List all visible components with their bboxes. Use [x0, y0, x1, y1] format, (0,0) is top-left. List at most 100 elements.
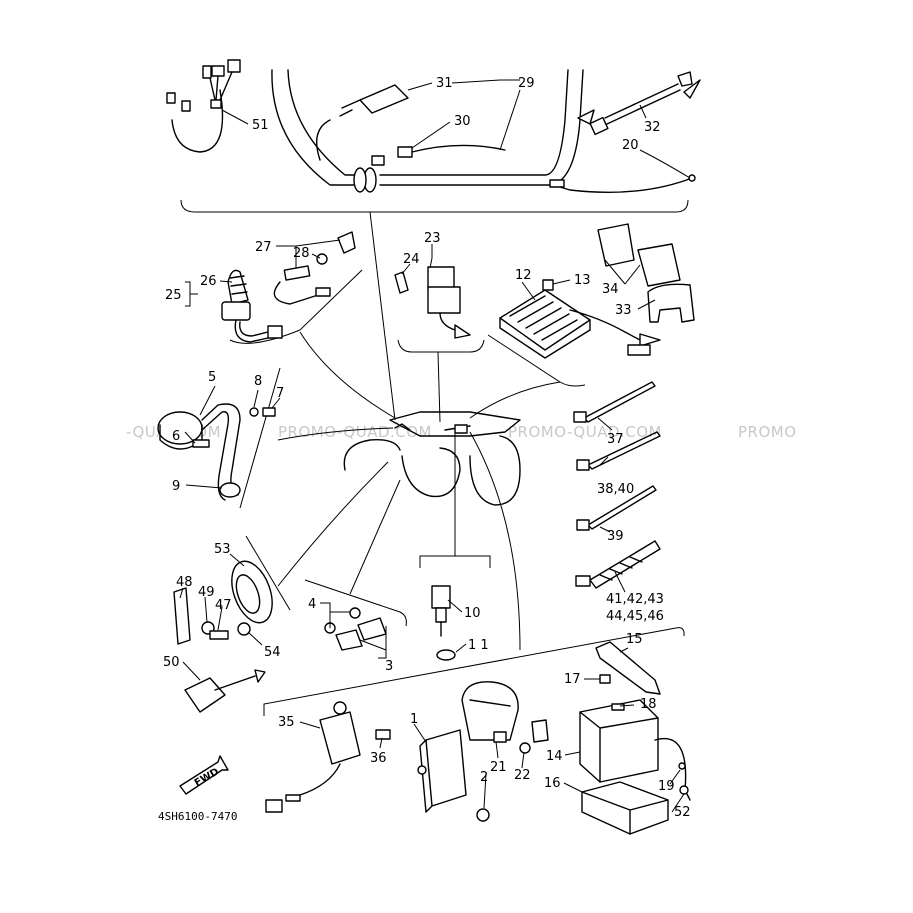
- callout-leader: [483, 773, 487, 809]
- relay-wire-arrow: [454, 324, 471, 339]
- main-switch-wire: [234, 319, 269, 343]
- callout-25: 25: [165, 288, 182, 303]
- callout-leader: [413, 723, 427, 743]
- watermark-text: PROMO-QUAD.COM: [278, 423, 432, 441]
- frame-right-outline: [469, 435, 521, 506]
- callout-leader: [499, 89, 521, 151]
- lower-components: FWD 4SH6100-7470: [158, 641, 691, 835]
- cable-tie: [587, 485, 657, 530]
- callout-leader: [179, 587, 184, 599]
- starter-relay: [461, 681, 519, 741]
- wire-lead: [604, 83, 679, 119]
- callout-leader: [221, 109, 249, 125]
- rectifier-unit-terminal: [285, 794, 301, 802]
- callout-leader: [564, 751, 581, 756]
- drawing-code: 4SH6100-7470: [158, 810, 237, 823]
- leader-line: [469, 381, 561, 419]
- callout-leader: [411, 121, 451, 149]
- ignition-coil-screw: [262, 407, 276, 417]
- callout-leader: [185, 281, 198, 307]
- frame-top-outline: [389, 411, 521, 437]
- callout-17: 17: [564, 672, 581, 687]
- bracket-main-switch: [229, 269, 363, 344]
- wire-lead-arrow: [683, 79, 701, 99]
- callout-21: 21: [490, 760, 507, 775]
- callout-19: 19: [658, 779, 675, 794]
- sub-harness-connector: [211, 65, 225, 77]
- horn-assembly: [173, 560, 273, 713]
- watermark-text: PROMO: [738, 423, 797, 441]
- callout-leader: [563, 782, 583, 793]
- bracket-neutral-switch: [304, 579, 407, 627]
- callout-22: 22: [514, 768, 531, 783]
- callout-leader: [271, 397, 281, 409]
- cable-tie: [589, 540, 661, 589]
- callout-leader: [669, 769, 681, 785]
- cable-tie-head: [576, 519, 590, 531]
- callout-30: 30: [454, 114, 471, 129]
- callout-leader: [199, 385, 216, 416]
- relay-clip: [394, 271, 409, 294]
- callout-leader: [637, 299, 656, 310]
- main-switch-assembly: [221, 231, 356, 343]
- callout-13: 13: [574, 273, 591, 288]
- terminal-cover: [597, 223, 635, 267]
- ignition-coil-lead: [201, 411, 230, 501]
- callout-16: 16: [544, 776, 561, 791]
- main-switch-connector: [267, 325, 283, 339]
- cable-tie-head: [573, 411, 587, 423]
- callout-leader: [276, 239, 341, 268]
- harness-wire: [411, 144, 506, 153]
- rectifier-unit: [319, 711, 361, 765]
- callout-leader: [619, 647, 629, 653]
- callout-leader: [401, 263, 411, 275]
- callout-leader: [219, 280, 233, 283]
- callout-leader: [429, 244, 433, 269]
- main-switch-cap: [316, 253, 328, 265]
- rectifier-wire-arrow: [639, 333, 661, 347]
- main-switch-body: [221, 301, 251, 321]
- ignition-coil-nut: [249, 407, 259, 417]
- callout-23: 23: [424, 231, 441, 246]
- sub-harness-clamp: [210, 99, 222, 109]
- relay-body: [427, 266, 455, 290]
- relay-base: [427, 286, 461, 314]
- main-switch-lead: [283, 265, 311, 281]
- horn-body: [231, 560, 273, 624]
- battery: [579, 699, 659, 783]
- harness-main-left: [271, 69, 366, 186]
- wire-lead-connector: [589, 116, 609, 136]
- rectifier-fins: [509, 295, 578, 341]
- callout-32: 32: [644, 120, 661, 135]
- callout-24: 24: [403, 252, 420, 267]
- callout-20: 20: [622, 138, 639, 153]
- callout-leader: [379, 737, 383, 749]
- sub-harness: [171, 89, 224, 153]
- callout-33: 33: [615, 303, 632, 318]
- rectifier-unit-bolt: [375, 729, 391, 740]
- gasket: [349, 607, 361, 619]
- callout-44-45-46: 44,45,46: [606, 609, 664, 624]
- main-switch-terminal: [315, 287, 331, 297]
- rectifier-assembly: [499, 279, 661, 359]
- horn-lead-boot: [184, 677, 226, 713]
- callout-38-40: 38,40: [597, 482, 634, 497]
- bracket-rectifier: [487, 334, 586, 387]
- neutral-switch-assembly: [324, 607, 387, 651]
- callout-leader: [359, 626, 387, 659]
- callout-leader: [495, 741, 499, 759]
- wire-lead: [552, 177, 693, 193]
- callout-leader: [619, 704, 635, 707]
- wire-lead-terminal: [677, 71, 693, 87]
- leader-line: [349, 479, 401, 595]
- leader-line: [299, 331, 396, 419]
- rectifier-unit-connector: [265, 799, 283, 813]
- frame-outline: [343, 411, 521, 506]
- callout-28: 28: [293, 246, 310, 261]
- callout-54: 54: [264, 645, 281, 660]
- main-switch-wire: [239, 321, 269, 337]
- bracket-top: [180, 199, 689, 213]
- harness-wire: [339, 99, 361, 117]
- callout-leader: [320, 602, 350, 628]
- leader-line: [369, 211, 396, 421]
